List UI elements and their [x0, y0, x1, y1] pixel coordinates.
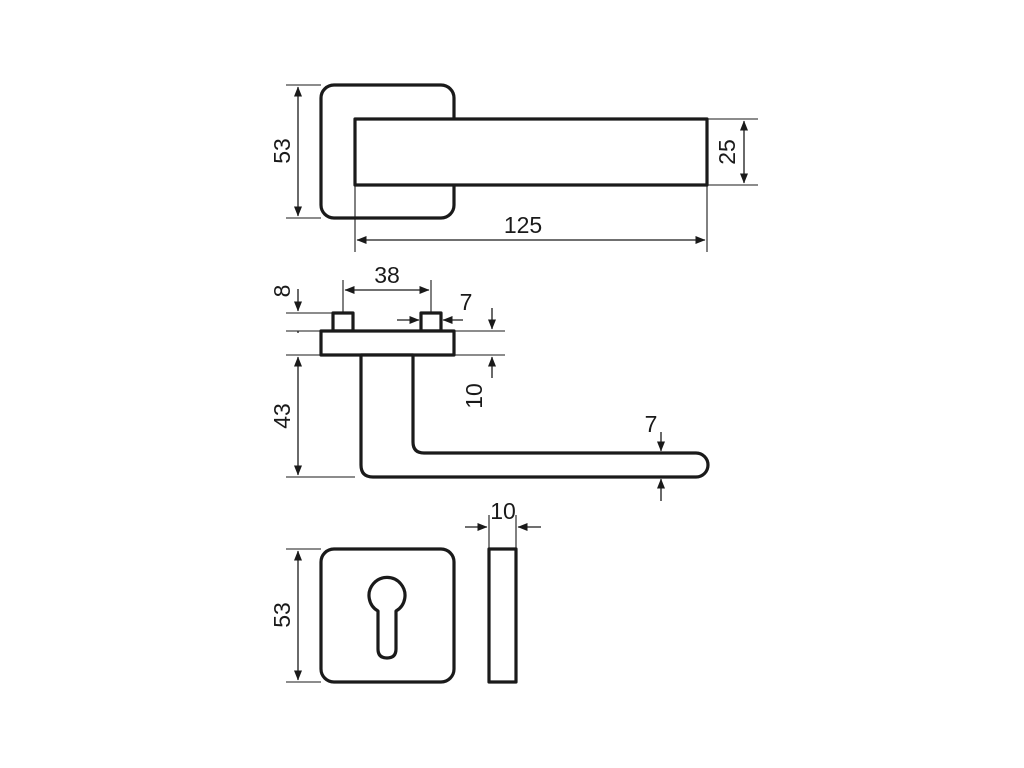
side-view: 38 8 7 10 43 7	[269, 262, 710, 501]
dim-pin-height: 8	[269, 285, 295, 298]
dim-pin-spacing: 38	[374, 262, 400, 288]
top-view: 53 25 125	[269, 83, 758, 252]
lever-front	[353, 117, 709, 187]
dim-lever-length: 125	[504, 212, 542, 238]
lever-side-profile	[359, 353, 710, 479]
mounting-pin-right	[419, 311, 443, 333]
dim-pin-width: 7	[460, 289, 473, 315]
dim-escutcheon-thickness: 10	[490, 498, 516, 524]
escutcheon-side-plate	[487, 547, 518, 684]
rose-side-plate	[319, 329, 456, 357]
dim-lever-thickness: 7	[645, 411, 658, 437]
dim-projection: 43	[269, 403, 295, 429]
dim-lever-height: 25	[714, 139, 740, 165]
dim-rose-height: 53	[269, 138, 295, 164]
dim-escutcheon-height: 53	[269, 602, 295, 628]
keyhole-profile-cylinder	[367, 575, 407, 660]
dim-rose-thickness: 10	[461, 383, 487, 409]
mounting-pin-left	[331, 311, 355, 333]
escutcheon-views: 53 10	[269, 498, 541, 684]
